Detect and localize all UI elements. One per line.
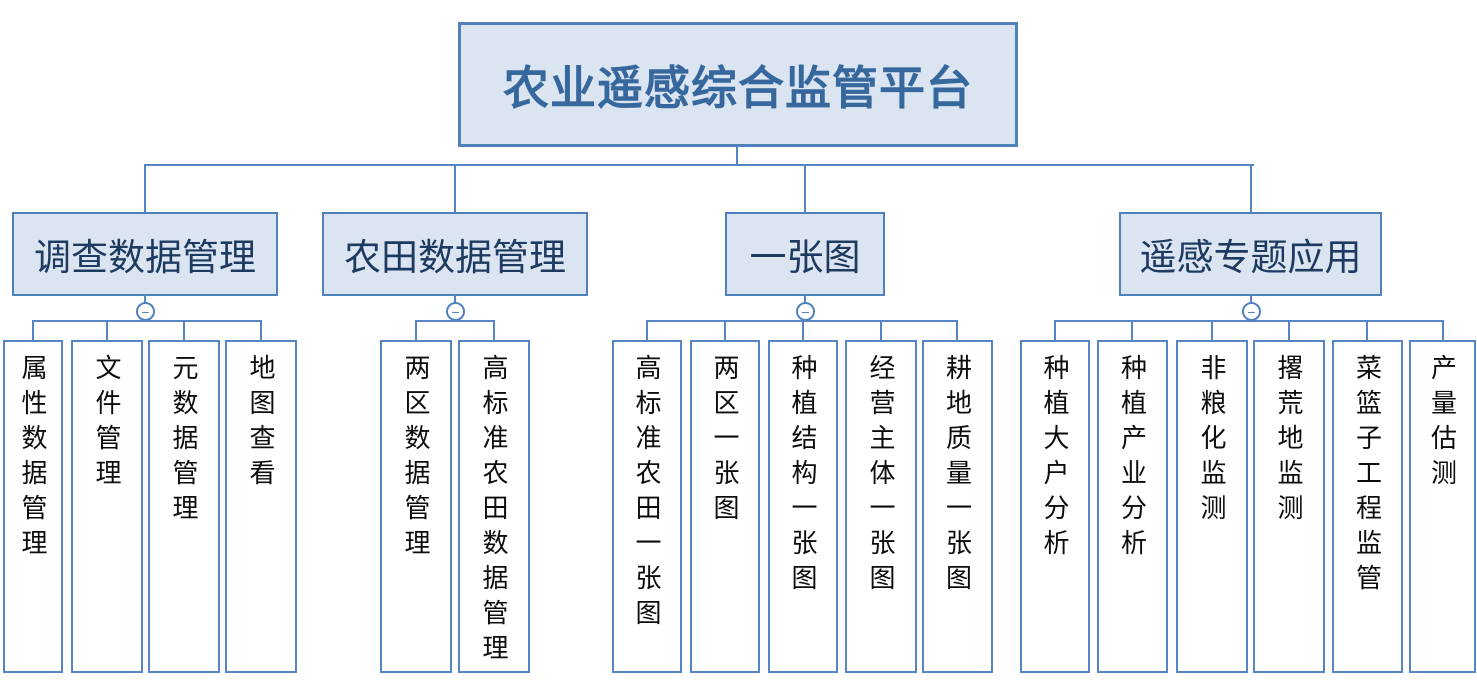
connector-branch3-drop-3 xyxy=(802,320,804,340)
leaf-node-business-entity-map[interactable]: 经营主体一张图 xyxy=(845,340,917,673)
connector-branch2-drop-1 xyxy=(415,320,417,340)
connector-branch1-drop-4 xyxy=(260,320,262,340)
branch-node-survey-data[interactable]: 调查数据管理 xyxy=(12,212,278,296)
leaf-node-two-zones-data-mgmt[interactable]: 两区数据管理 xyxy=(380,340,452,673)
branch-node-farmland-data[interactable]: 农田数据管理 xyxy=(322,212,588,296)
branch-node-label: 一张图 xyxy=(749,237,861,278)
leaf-node-label: 元数据管理 xyxy=(169,354,199,529)
leaf-node-metadata-mgmt[interactable]: 元数据管理 xyxy=(148,340,220,673)
leaf-node-file-mgmt[interactable]: 文件管理 xyxy=(71,340,143,673)
root-node-label: 农业遥感综合监管平台 xyxy=(503,61,973,114)
leaf-node-planting-structure-map[interactable]: 种植结构一张图 xyxy=(768,340,838,673)
leaf-node-label: 菜篮子工程监管 xyxy=(1352,354,1383,599)
connector-branch1-bus xyxy=(32,320,262,322)
collapse-toggle-survey-data[interactable]: − xyxy=(136,302,155,321)
branch-node-label: 遥感专题应用 xyxy=(1139,237,1362,278)
connector-branch3-drop-1 xyxy=(646,320,648,340)
leaf-node-two-zones-map[interactable]: 两区一张图 xyxy=(690,340,760,673)
leaf-node-non-grain-monitoring[interactable]: 非粮化监测 xyxy=(1176,340,1248,673)
connector-root-drop-1 xyxy=(144,164,146,212)
branch-node-one-map[interactable]: 一张图 xyxy=(725,212,885,296)
connector-branch4-bus xyxy=(1054,320,1444,322)
leaf-node-label: 耕地质量一张图 xyxy=(942,354,973,599)
leaf-node-label: 种植产业分析 xyxy=(1117,354,1148,564)
leaf-node-label: 属性数据管理 xyxy=(18,354,48,564)
connector-branch3-drop-2 xyxy=(724,320,726,340)
leaf-node-label: 经营主体一张图 xyxy=(866,354,896,599)
connector-branch4-drop-6 xyxy=(1442,320,1444,340)
leaf-node-label: 非粮化监测 xyxy=(1197,354,1227,529)
connector-branch3-drop-5 xyxy=(956,320,958,340)
connector-branch4-drop-3 xyxy=(1211,320,1213,340)
connector-branch1-drop-3 xyxy=(183,320,185,340)
connector-branch2-bus xyxy=(415,320,495,322)
branch-node-rs-applications[interactable]: 遥感专题应用 xyxy=(1119,212,1382,296)
leaf-node-abandoned-land-monitoring[interactable]: 撂荒地监测 xyxy=(1253,340,1325,673)
connector-branch4-drop-5 xyxy=(1366,320,1368,340)
connector-branch4-drop-4 xyxy=(1288,320,1290,340)
branch-node-label: 调查数据管理 xyxy=(34,237,256,278)
leaf-node-label: 高标准农田一张图 xyxy=(632,354,662,634)
leaf-node-high-standard-farmland-data-mgmt[interactable]: 高标准农田数据管理 xyxy=(458,340,530,673)
branch-node-label: 农田数据管理 xyxy=(344,237,566,278)
connector-branch4-drop-2 xyxy=(1131,320,1133,340)
leaf-node-label: 种植结构一张图 xyxy=(788,354,818,599)
connector-branch1-drop-2 xyxy=(106,320,108,340)
leaf-node-attribute-data-mgmt[interactable]: 属性数据管理 xyxy=(3,340,63,673)
connector-branch2-drop-2 xyxy=(493,320,495,340)
connector-root-drop-2 xyxy=(454,164,456,212)
connector-branch3-drop-4 xyxy=(880,320,882,340)
leaf-node-label: 文件管理 xyxy=(92,354,122,494)
leaf-node-cultivated-land-quality-map[interactable]: 耕地质量一张图 xyxy=(922,340,993,673)
leaf-node-yield-estimation[interactable]: 产量估测 xyxy=(1409,340,1476,673)
minus-icon: − xyxy=(801,303,810,320)
leaf-node-map-view[interactable]: 地图查看 xyxy=(225,340,297,673)
minus-icon: − xyxy=(451,303,460,320)
connector-root-stub xyxy=(736,146,738,166)
minus-icon: − xyxy=(1247,303,1256,320)
connector-root-bus xyxy=(144,164,1254,166)
leaf-node-label: 两区一张图 xyxy=(710,354,740,529)
connector-root-drop-4 xyxy=(1250,164,1252,212)
minus-icon: − xyxy=(141,303,150,320)
leaf-node-label: 高标准农田数据管理 xyxy=(479,354,509,669)
leaf-node-label: 地图查看 xyxy=(246,354,276,494)
leaf-node-label: 产量估测 xyxy=(1427,354,1458,494)
leaf-node-planting-industry-analysis[interactable]: 种植产业分析 xyxy=(1097,340,1168,673)
leaf-node-large-grower-analysis[interactable]: 种植大户分析 xyxy=(1020,340,1090,673)
collapse-toggle-one-map[interactable]: − xyxy=(796,302,815,321)
connector-root-drop-3 xyxy=(804,164,806,212)
root-node[interactable]: 农业遥感综合监管平台 xyxy=(458,22,1018,147)
leaf-node-label: 撂荒地监测 xyxy=(1274,354,1304,529)
connector-branch4-drop-1 xyxy=(1054,320,1056,340)
leaf-node-vegetable-basket-project-supervision[interactable]: 菜篮子工程监管 xyxy=(1332,340,1403,673)
collapse-toggle-rs-applications[interactable]: − xyxy=(1242,302,1261,321)
leaf-node-label: 种植大户分析 xyxy=(1040,354,1070,564)
collapse-toggle-farmland-data[interactable]: − xyxy=(446,302,465,321)
leaf-node-high-standard-farmland-map[interactable]: 高标准农田一张图 xyxy=(612,340,682,673)
leaf-node-label: 两区数据管理 xyxy=(401,354,431,564)
connector-branch1-drop-1 xyxy=(32,320,34,340)
